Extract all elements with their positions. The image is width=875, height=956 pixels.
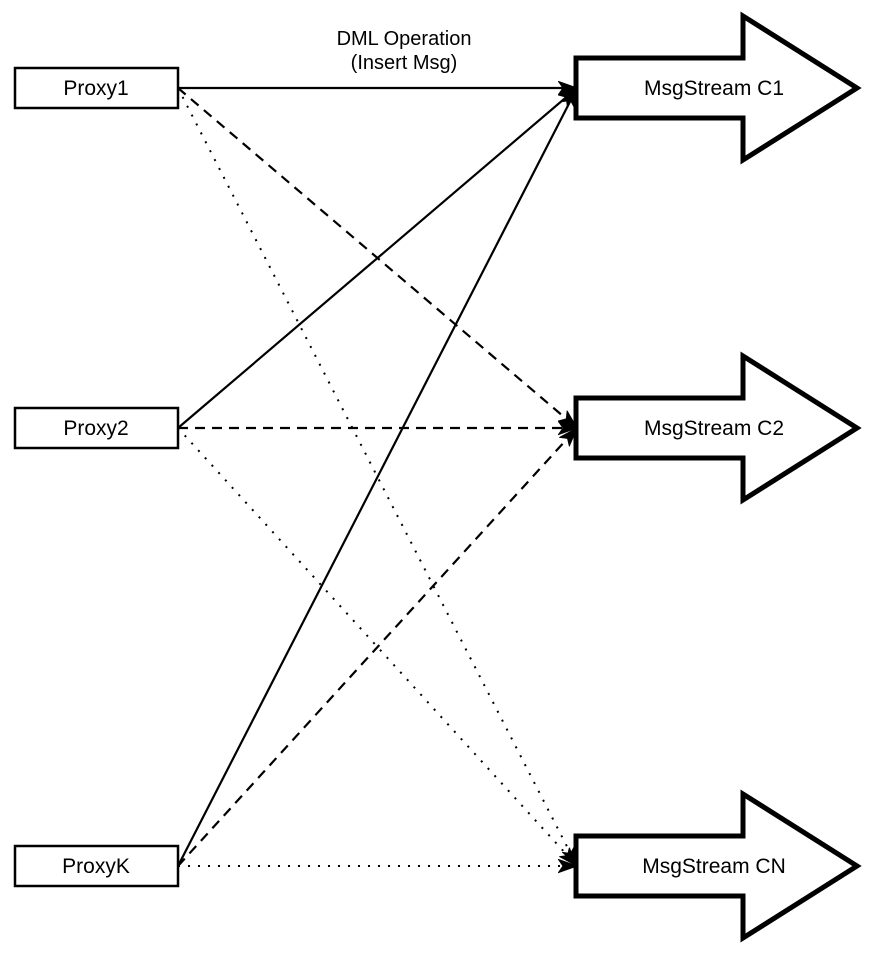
proxy2-box — [13, 406, 180, 450]
msgstream-cn-label: MsgStream CN — [642, 855, 786, 878]
stream-node-c2: MsgStream C2 — [573, 351, 862, 505]
annotation-line1: DML Operation — [337, 28, 472, 50]
edge-proxyk-to-c2-dashed — [177, 428, 577, 867]
edge-proxyk-to-c1-solid — [177, 88, 578, 867]
proxyk-box — [13, 844, 180, 888]
annotation: DML Operation (Insert Msg) — [337, 28, 472, 74]
msgstream-c1-arrow-shape — [573, 11, 862, 165]
proxy-node-proxy1: Proxy1 — [13, 66, 180, 110]
proxy-node-proxy2: Proxy2 — [13, 406, 180, 450]
stream-node-c1: MsgStream C1 — [573, 11, 862, 165]
proxyk-label: ProxyK — [62, 855, 130, 878]
msgstream-c1-label: MsgStream C1 — [644, 77, 784, 100]
stream-node-cn: MsgStream CN — [573, 789, 862, 943]
proxy1-label: Proxy1 — [63, 77, 128, 100]
proxy1-box — [13, 66, 180, 110]
annotation-line2: (Insert Msg) — [351, 52, 458, 74]
edge-proxy2-to-c1-solid — [177, 88, 577, 429]
edges-layer — [177, 88, 578, 867]
proxy-node-proxyk: ProxyK — [13, 844, 180, 888]
msgstream-c2-arrow-shape — [573, 351, 862, 505]
msgstream-cn-arrow-shape — [573, 789, 862, 943]
proxy2-label: Proxy2 — [63, 417, 128, 440]
msgstream-c2-label: MsgStream C2 — [644, 417, 784, 440]
